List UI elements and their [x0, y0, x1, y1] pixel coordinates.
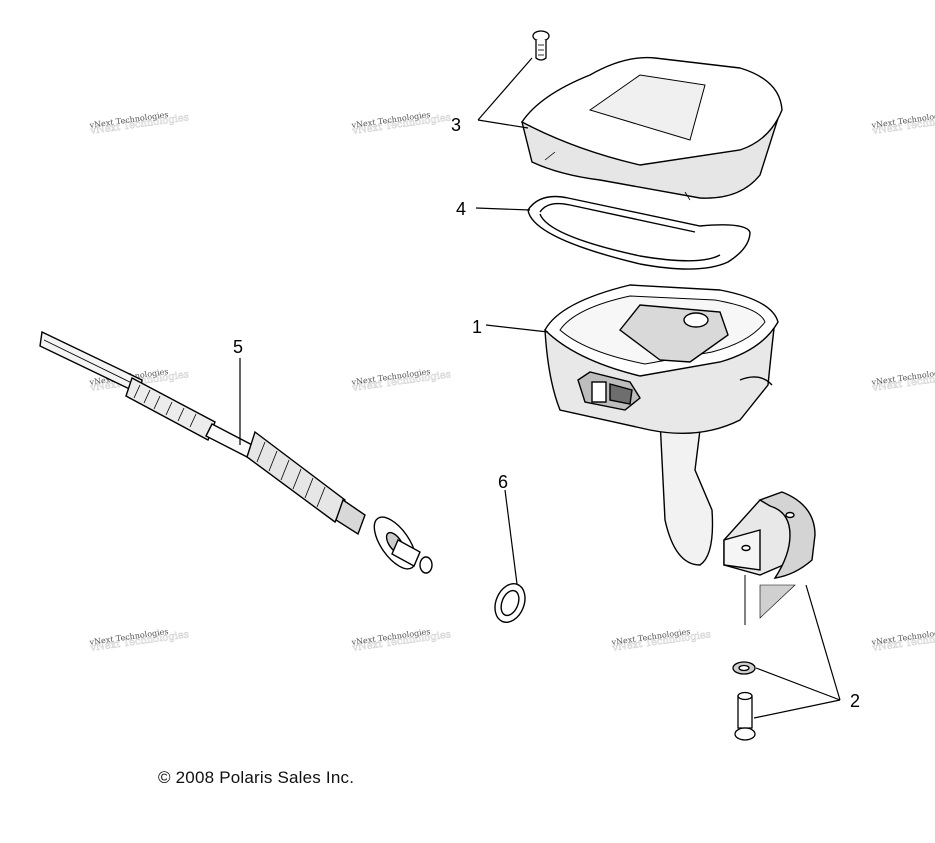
part-master-cylinder — [544, 284, 779, 566]
part-clamp — [723, 491, 816, 625]
part-gasket — [527, 195, 751, 270]
watermark: vNext Technologies vNext Technologies — [350, 627, 452, 654]
part-screw-top — [532, 30, 550, 61]
part-bolt — [734, 691, 756, 741]
watermark: vNext Technologies vNext Technologies — [870, 627, 935, 654]
copyright-notice: © 2008 Polaris Sales Inc. — [158, 768, 355, 787]
watermark: vNext Technologies vNext Technologies — [88, 627, 190, 654]
watermark: vNext Technologies vNext Technologies — [350, 110, 452, 137]
watermark: vNext Technologies vNext Technologies — [870, 110, 935, 137]
callout-3: 3 — [451, 115, 461, 135]
callout-1: 1 — [472, 317, 482, 337]
watermark: vNext Technologies vNext Technologies — [88, 110, 190, 137]
part-cable — [39, 330, 433, 574]
part-reservoir-cover — [520, 56, 783, 201]
part-o-ring — [494, 583, 526, 623]
watermark: vNext Technologies vNext Technologies — [870, 367, 935, 394]
leader-lines — [239, 57, 841, 719]
callout-5: 5 — [233, 337, 243, 357]
watermark-group: vNext Technologies vNext Technologies vN… — [88, 110, 935, 654]
watermark: vNext Technologies vNext Technologies — [350, 367, 452, 394]
callout-2: 2 — [850, 691, 860, 711]
callout-4: 4 — [456, 199, 466, 219]
callout-6: 6 — [498, 472, 508, 492]
part-washer — [732, 661, 756, 675]
callout-labels: 1 2 3 4 5 6 — [233, 115, 860, 711]
watermark: vNext Technologies vNext Technologies — [610, 627, 712, 654]
